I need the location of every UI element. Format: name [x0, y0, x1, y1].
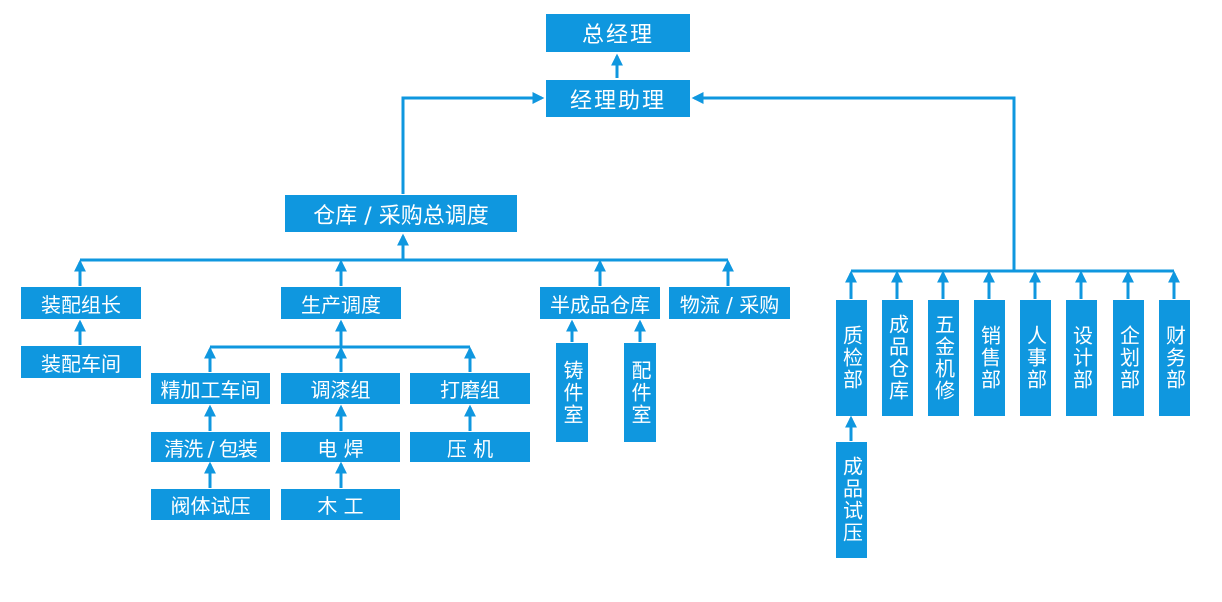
node-hr-dept: 人事部 [1020, 300, 1051, 416]
node-valve-test: 阀体试压 [151, 489, 270, 520]
node-logistics: 物流 / 采购 [669, 287, 790, 319]
node-cleaning-packing: 清洗 / 包装 [151, 432, 270, 462]
node-hardware-repair: 五金机修 [928, 300, 959, 416]
node-warehouse-dispatch: 仓库 / 采购总调度 [285, 195, 517, 232]
node-manager-assistant: 经理助理 [546, 80, 690, 117]
node-casting-room: 铸件室 [556, 343, 588, 442]
node-quality-dept: 质检部 [836, 300, 867, 416]
node-assembly-leader: 装配组长 [21, 287, 141, 319]
node-semi-warehouse: 半成品仓库 [540, 287, 660, 319]
node-carpentry: 木 工 [281, 489, 400, 520]
node-finishing-workshop: 精加工车间 [151, 373, 270, 404]
connector-right-to-assistant [691, 92, 1016, 271]
connector-warehouse-to-assistant [401, 92, 545, 194]
node-design-dept: 设计部 [1066, 300, 1097, 416]
node-planning-dept: 企划部 [1113, 300, 1144, 416]
node-grinding-group: 打磨组 [410, 373, 530, 404]
node-general-manager: 总经理 [546, 14, 690, 52]
node-painting-group: 调漆组 [281, 373, 400, 404]
node-press: 压 机 [410, 432, 530, 462]
node-finance-dept: 财务部 [1159, 300, 1190, 416]
node-finished-test: 成品试压 [836, 442, 867, 558]
node-assembly-workshop: 装配车间 [21, 346, 141, 378]
node-sales-dept: 销售部 [974, 300, 1005, 416]
node-welding: 电 焊 [281, 432, 400, 462]
node-parts-room: 配件室 [624, 343, 656, 442]
node-finished-warehouse: 成品仓库 [882, 300, 913, 416]
node-production-dispatch: 生产调度 [281, 287, 401, 319]
